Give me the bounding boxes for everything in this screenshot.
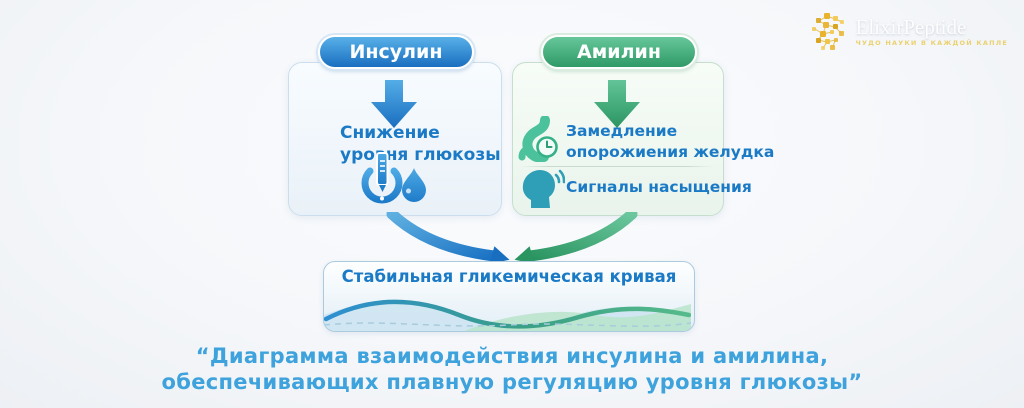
stomach-clock-icon — [518, 116, 558, 162]
amylin-item-gastric: Замедление опорожиения желудка — [566, 121, 774, 163]
logo-tagline: ЧУДО НАУКИ В КАЖДОЙ КАПЛЕ — [855, 38, 1008, 47]
insulin-header-pill: Инсулин — [318, 35, 474, 69]
glycemic-wave-graphic — [324, 299, 691, 331]
caption-line2: обеспечивающих плавную регуляцию уровня … — [161, 370, 863, 394]
amylin-item-gastric-line2: опорожиения желудка — [566, 143, 775, 161]
amylin-title: Амилин — [577, 41, 661, 63]
insulin-title: Инсулин — [349, 41, 443, 63]
amylin-down-arrow-icon — [594, 80, 640, 128]
converging-arrows — [386, 212, 638, 264]
result-box: Стабильная гликемическая кривая — [323, 261, 695, 332]
insulin-curve-arrow — [386, 212, 500, 262]
amylin-card-divider — [520, 166, 714, 167]
amylin-item-satiety: Сигналы насыщения — [566, 177, 752, 198]
amylin-item-satiety-line1: Сигналы насыщения — [566, 178, 752, 196]
logo-text: ElixirPeptide ЧУДО НАУКИ В КАЖДОЙ КАПЛЕ — [856, 16, 1009, 47]
amylin-header-pill: Амилин — [541, 35, 697, 69]
diagram-caption: “Диаграмма взаимодействия инсулина и ами… — [0, 343, 1024, 395]
caption-line1: “Диаграмма взаимодействия инсулина и ами… — [195, 344, 829, 368]
result-title: Стабильная гликемическая кривая — [341, 267, 677, 286]
amylin-item-gastric-line1: Замедление — [566, 122, 678, 140]
logo-brand-name: ElixirPeptide — [855, 14, 967, 39]
insulin-effect-line1: Снижение — [340, 123, 440, 143]
brand-logo: ElixirPeptide ЧУДО НАУКИ В КАЖДОЙ КАПЛЕ — [809, 10, 1009, 52]
molecule-icon — [811, 13, 844, 50]
glucose-test-drop-icon — [361, 152, 426, 204]
head-signal-icon — [522, 169, 565, 208]
insulin-down-arrow-icon — [371, 80, 417, 128]
amylin-curve-arrow — [524, 212, 638, 262]
